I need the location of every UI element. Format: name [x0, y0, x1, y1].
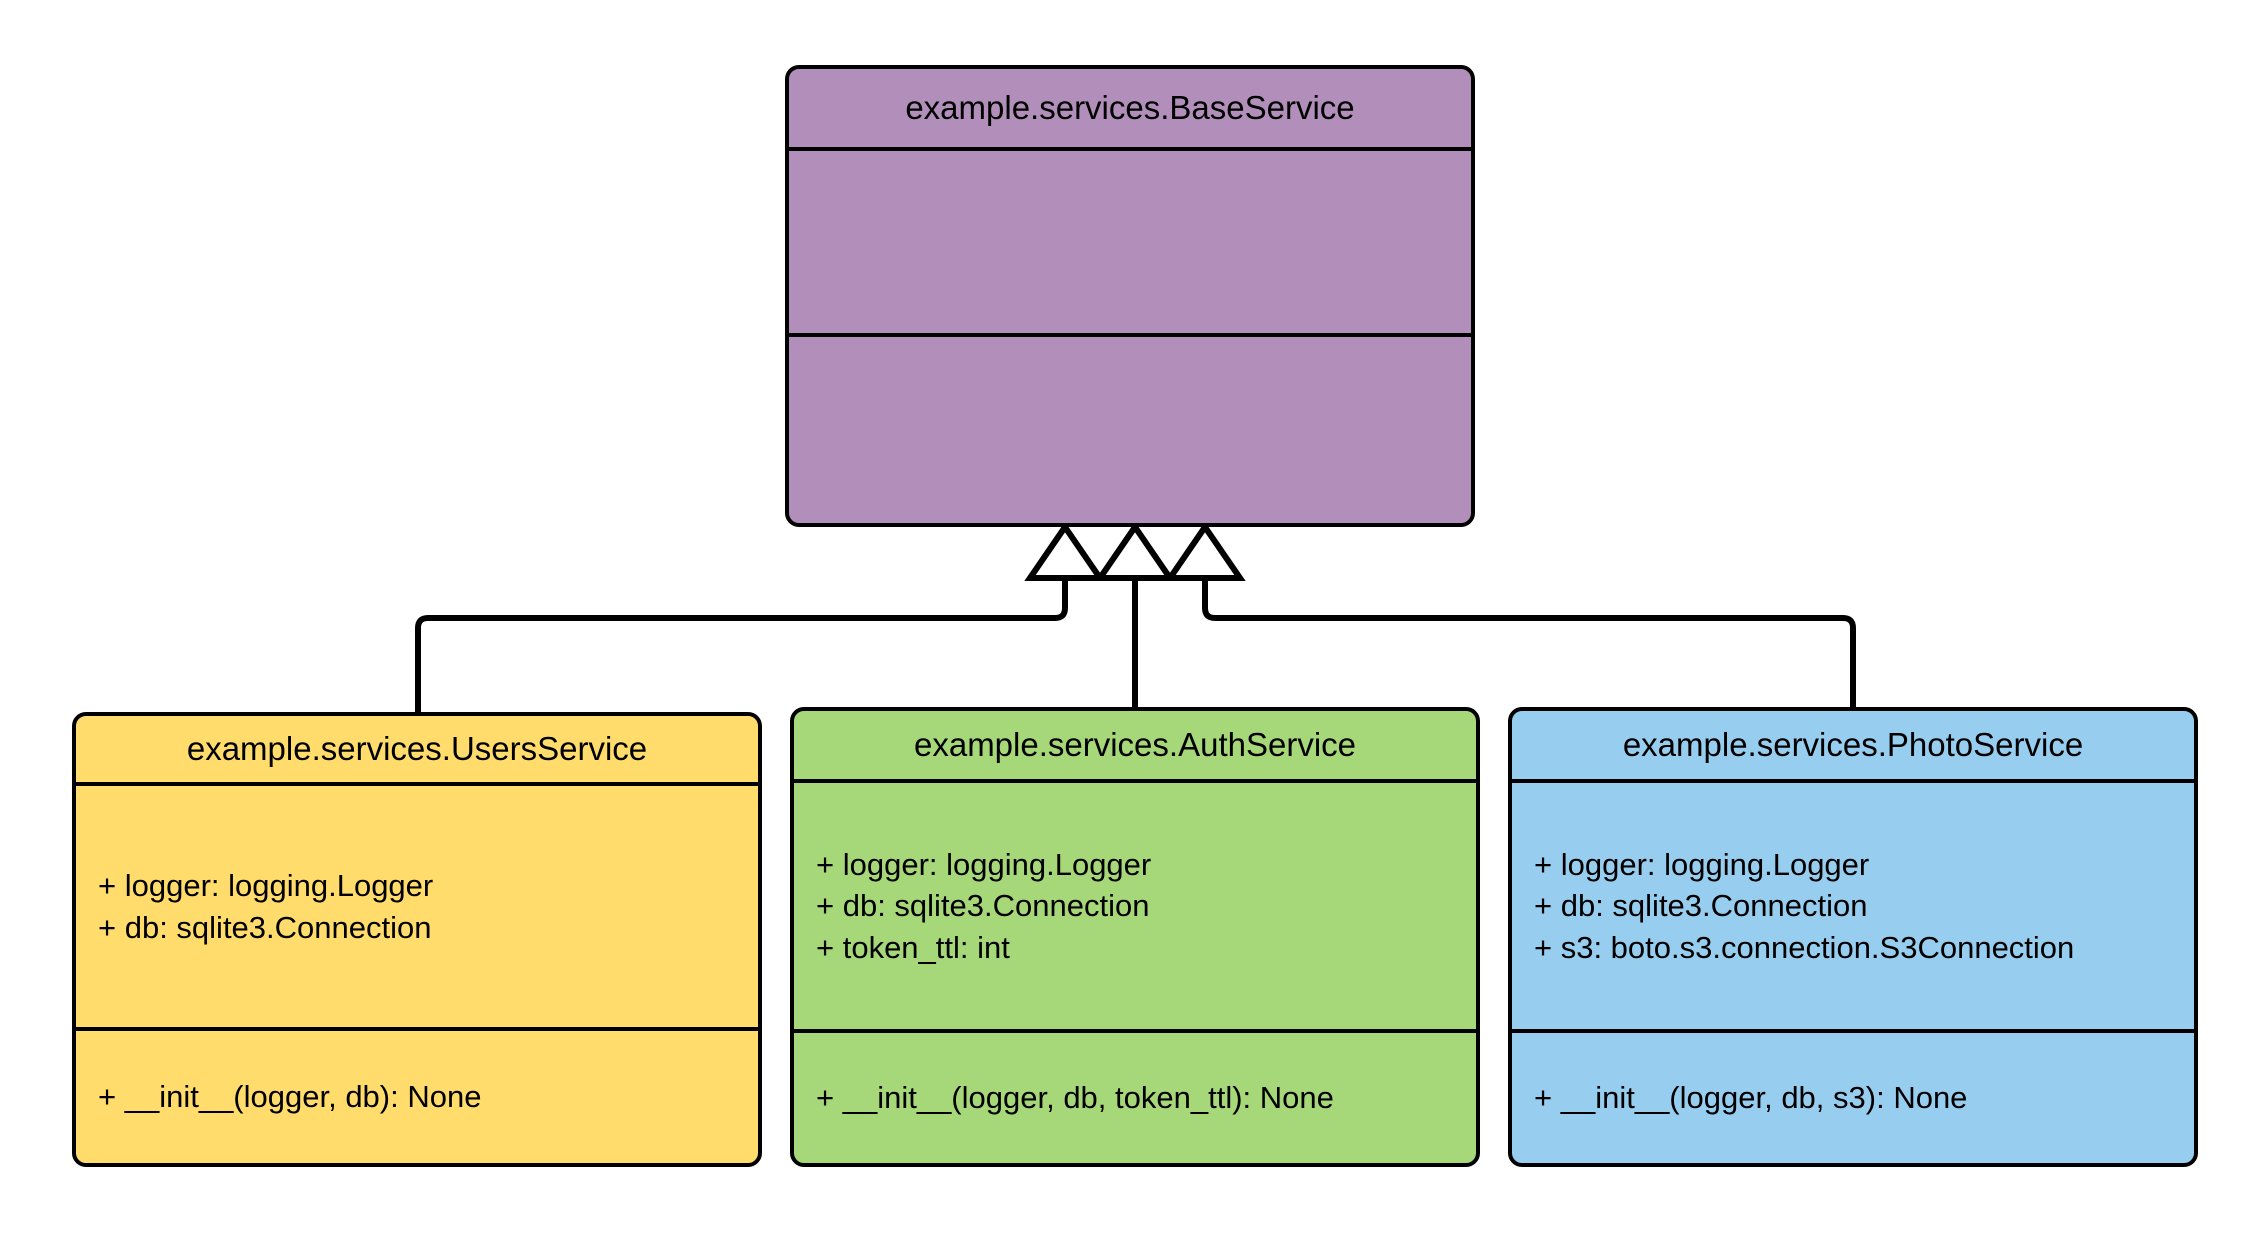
class-name-photoservice: example.services.PhotoService [1512, 711, 2194, 783]
class-box-baseservice[interactable]: example.services.BaseService [785, 65, 1475, 527]
class-name-baseservice: example.services.BaseService [789, 69, 1471, 151]
class-attributes-usersservice: + logger: logging.Logger + db: sqlite3.C… [76, 786, 758, 1031]
attribute-line: + logger: logging.Logger [1534, 847, 1870, 883]
attribute-line: + token_ttl: int [816, 929, 1010, 965]
method-line: + __init__(logger, db): None [98, 1079, 482, 1115]
inheritance-arrowhead-photoservice [1164, 521, 1246, 581]
attribute-line: + db: sqlite3.Connection [816, 888, 1150, 924]
class-box-authservice[interactable]: example.services.AuthService + logger: l… [790, 707, 1480, 1167]
class-attributes-photoservice: + logger: logging.Logger + db: sqlite3.C… [1512, 783, 2194, 1033]
method-line: + __init__(logger, db, token_ttl): None [816, 1080, 1334, 1116]
class-name-authservice: example.services.AuthService [794, 711, 1476, 783]
class-methods-photoservice: + __init__(logger, db, s3): None [1512, 1033, 2194, 1163]
class-methods-usersservice: + __init__(logger, db): None [76, 1031, 758, 1163]
inheritance-arrowhead-usersservice [1024, 521, 1106, 581]
edge-usersservice-to-baseservice [415, 575, 1068, 712]
attribute-line: + db: sqlite3.Connection [98, 909, 432, 945]
method-line: + __init__(logger, db, s3): None [1534, 1080, 1968, 1116]
class-name-usersservice: example.services.UsersService [76, 716, 758, 786]
inheritance-arrowhead-authservice [1094, 521, 1176, 581]
class-attributes-baseservice [789, 151, 1471, 337]
attribute-line: + logger: logging.Logger [816, 847, 1152, 883]
class-methods-authservice: + __init__(logger, db, token_ttl): None [794, 1033, 1476, 1163]
class-box-photoservice[interactable]: example.services.PhotoService + logger: … [1508, 707, 2198, 1167]
class-attributes-authservice: + logger: logging.Logger + db: sqlite3.C… [794, 783, 1476, 1033]
class-box-usersservice[interactable]: example.services.UsersService + logger: … [72, 712, 762, 1167]
edge-photoservice-to-baseservice [1202, 575, 1856, 707]
class-methods-baseservice [789, 337, 1471, 523]
attribute-line: + logger: logging.Logger [98, 868, 434, 904]
attribute-line: + db: sqlite3.Connection [1534, 888, 1868, 924]
attribute-line: + s3: boto.s3.connection.S3Connection [1534, 929, 2075, 965]
